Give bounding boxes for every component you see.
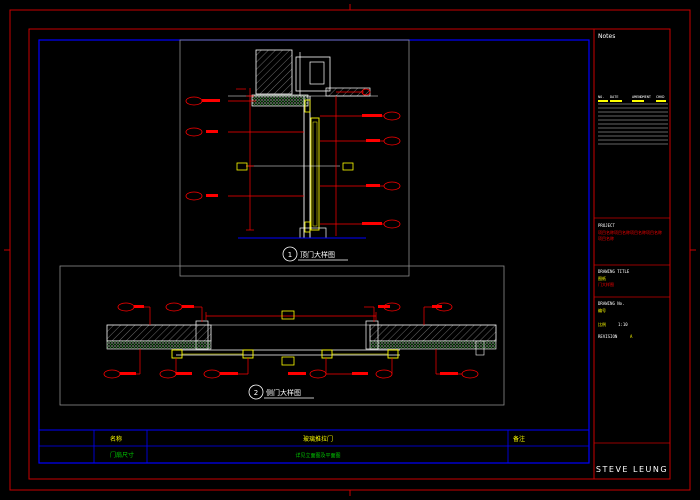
scale-label: 比例 [598, 321, 606, 327]
schedule-name-value: 玻璃推拉门 [303, 435, 333, 443]
detail-1-vertical-section: 1 顶门大样图 [179, 39, 410, 277]
dimension-tag-horizontal-bottom [281, 356, 295, 366]
schedule-size-value: 详见立面图及平面图 [295, 452, 340, 459]
scale-value: 1:10 [618, 322, 628, 327]
drawing-title-label: DRAWING TITLE [598, 269, 630, 274]
amendment-col-chkd: CHKD [656, 95, 664, 99]
detail-2-title: 侧门大样图 [266, 388, 301, 397]
detail-2-number: 2 [254, 389, 258, 397]
dimension-tag-vertical-right [342, 162, 354, 171]
dimension-tag-horizontal-top [281, 310, 295, 320]
amendment-rows [598, 103, 668, 145]
project-text-2: 项目名称 [598, 235, 614, 241]
detail-1-number-circle [282, 246, 298, 262]
amendment-col-amendment: AMENDMENT [632, 95, 652, 99]
schedule-name-label: 名称 [110, 435, 122, 443]
detail-2-horizontal-section: 2 侧门大样图 [59, 265, 505, 406]
revision-label: REVISION [598, 334, 618, 339]
detail-1-title: 顶门大样图 [300, 250, 335, 259]
project-text-1: 项目名称项目名称项目名称项目名称 [598, 229, 662, 235]
drawing-title-1: 图纸 [598, 275, 606, 281]
crop-marks [4, 4, 696, 496]
project-label: PROJECT [598, 223, 615, 228]
door-schedule-table: 名称 玻璃推拉门 门扇尺寸 详见立面图及平面图 备注 [38, 429, 590, 464]
drawing-title-2: 门大样图 [598, 281, 614, 287]
amendment-col-no: NO. [598, 95, 604, 99]
schedule-size-label: 门扇尺寸 [110, 451, 134, 459]
detail-1-number: 1 [288, 251, 292, 259]
title-block: Notes NO. DATE AMENDMENT CHKD PROJECT 项目… [594, 33, 670, 474]
inner-frame [28, 28, 671, 480]
drawing-no-label: DRAWING No. [598, 301, 625, 306]
brand-logo: STEVE LEUNG [596, 465, 668, 474]
drawing-no-value: 编号 [598, 307, 606, 313]
amendment-col-date: DATE [610, 95, 618, 99]
detail-2-number-circle [248, 384, 264, 400]
revision-value: A [630, 334, 633, 339]
schedule-remark-label: 备注 [513, 435, 525, 443]
detail-2-viewport [59, 265, 505, 406]
outer-frame [9, 9, 691, 491]
detail-1-viewport [179, 39, 410, 277]
dimension-tag-vertical-left [236, 162, 248, 171]
notes-label: Notes [598, 33, 615, 40]
